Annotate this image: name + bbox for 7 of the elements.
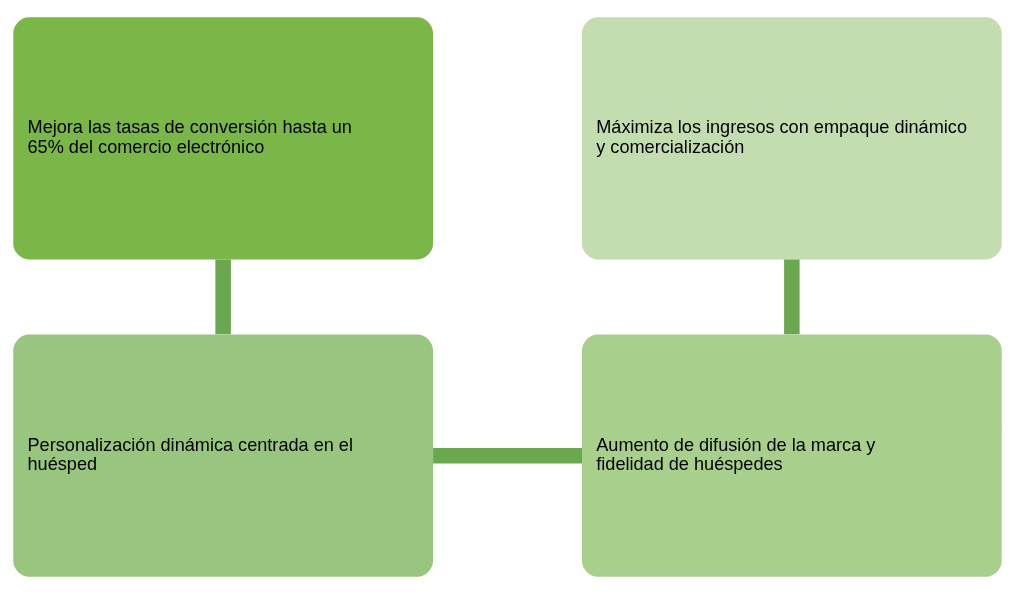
- node-box: Aumento de difusión de la marca y fidelidad de huéspedes: [582, 334, 1002, 577]
- connector: [215, 259, 231, 335]
- node-box: Máximiza los ingresos con empaque dinámico y comercialización: [582, 17, 1002, 260]
- connector: [784, 259, 800, 335]
- node-box: Mejora las tasas de conversión hasta un 65% del comercio electrónico: [13, 17, 433, 260]
- node-box: Personalización dinámica centrada en el huésped: [13, 334, 433, 577]
- connector: [433, 447, 582, 464]
